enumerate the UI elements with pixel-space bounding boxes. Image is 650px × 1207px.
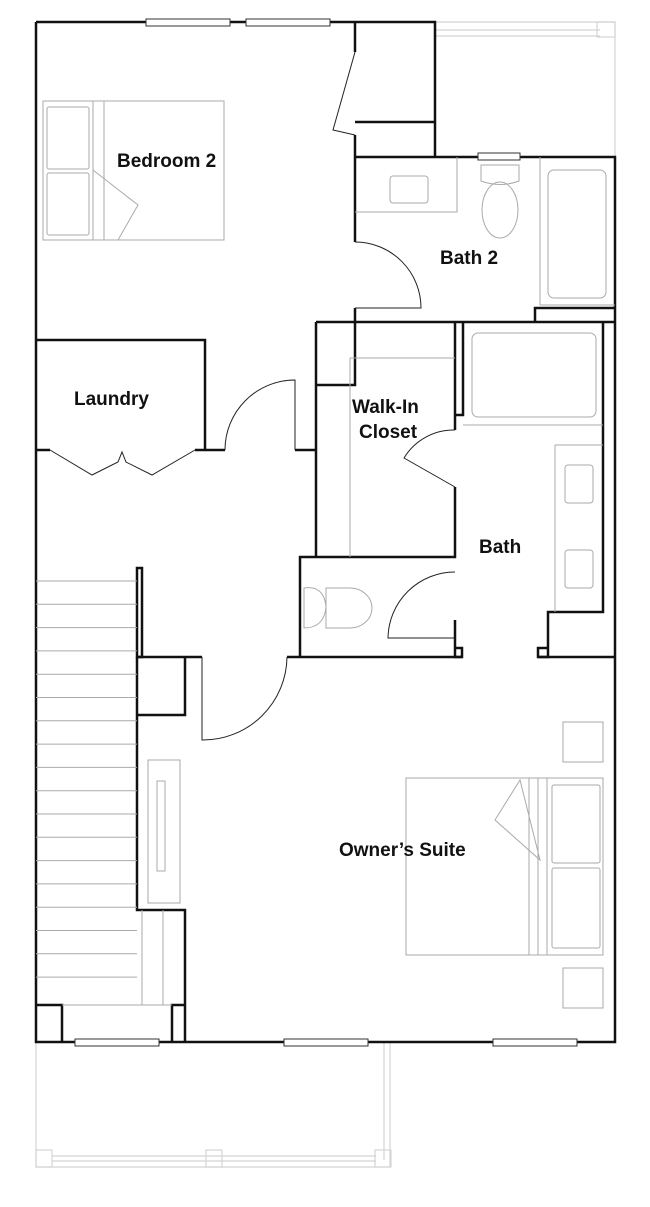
- room-label-walk-in-closet-1: Walk-In: [352, 397, 419, 418]
- windows: [74, 18, 578, 1047]
- owners-suite-fixtures: [62, 721, 604, 1009]
- doors: [49, 51, 456, 741]
- room-label-bath: Bath: [479, 537, 522, 558]
- bedroom2-bed: [42, 100, 225, 241]
- porch-bottom: [35, 1042, 392, 1168]
- exterior-wall: [34, 20, 617, 1044]
- laundry-bifold-door: [49, 449, 196, 476]
- hall-door: [224, 379, 296, 451]
- closet-door: [332, 51, 356, 136]
- toilet-room-door: [387, 571, 456, 639]
- interior-walls: [36, 22, 615, 1042]
- staircase: [36, 580, 137, 978]
- bath2-fixtures: [355, 157, 615, 306]
- room-label-bedroom2: Bedroom 2: [117, 151, 217, 172]
- bath-fixtures: [463, 332, 603, 612]
- porch-top-right: [435, 21, 616, 157]
- room-label-laundry: Laundry: [74, 389, 149, 410]
- bath2-door: [354, 241, 422, 309]
- suite-door: [201, 656, 288, 741]
- room-label-walk-in-closet-2: Closet: [359, 422, 418, 443]
- room-label-owners-suite: Owner’s Suite: [339, 840, 466, 861]
- toilet: [303, 587, 373, 629]
- room-label-bath2: Bath 2: [440, 248, 499, 269]
- closet-bath-door: [403, 429, 456, 488]
- walk-in-closet-shelves: [349, 357, 455, 557]
